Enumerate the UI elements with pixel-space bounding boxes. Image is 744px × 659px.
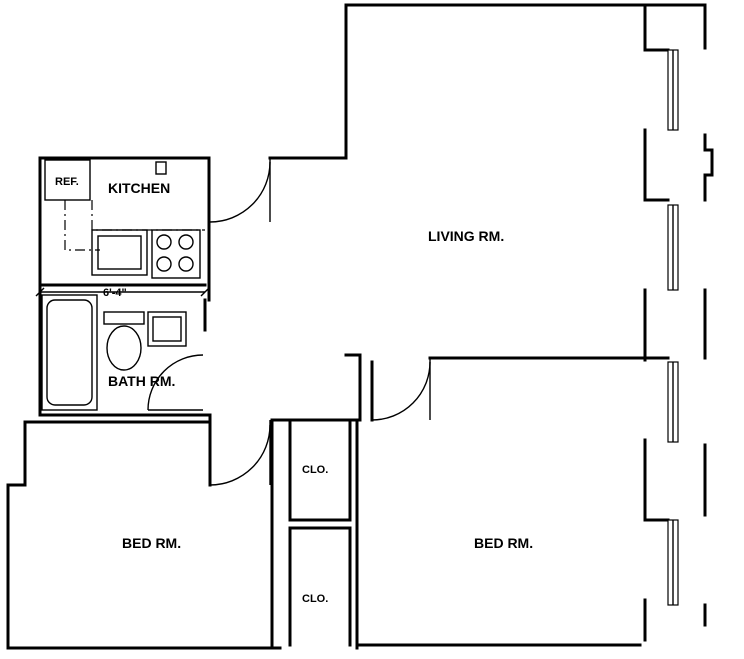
bath-fixtures — [41, 294, 187, 411]
bathtub — [41, 294, 98, 411]
toilet — [106, 325, 142, 371]
stove-icon — [151, 229, 201, 279]
doors — [147, 158, 431, 486]
windows — [667, 49, 679, 606]
label-refrigerator: REF. — [55, 176, 79, 188]
label-closet-lower: CLO. — [302, 593, 328, 605]
label-bed-room-left: BED RM. — [122, 535, 181, 551]
label-dimension: 6'-4" — [103, 287, 127, 299]
refrigerator — [44, 159, 91, 201]
dimension-line — [35, 287, 210, 297]
label-bed-room-right: BED RM. — [474, 535, 533, 551]
kitchen-sink — [91, 229, 148, 276]
bath-sink — [147, 311, 187, 347]
label-bath-room: BATH RM. — [108, 373, 175, 389]
walls — [6, 3, 714, 650]
kitchen-fixtures — [44, 159, 205, 279]
label-living-room: LIVING RM. — [428, 228, 504, 244]
label-closet-upper: CLO. — [302, 464, 328, 476]
label-kitchen: KITCHEN — [108, 180, 170, 196]
